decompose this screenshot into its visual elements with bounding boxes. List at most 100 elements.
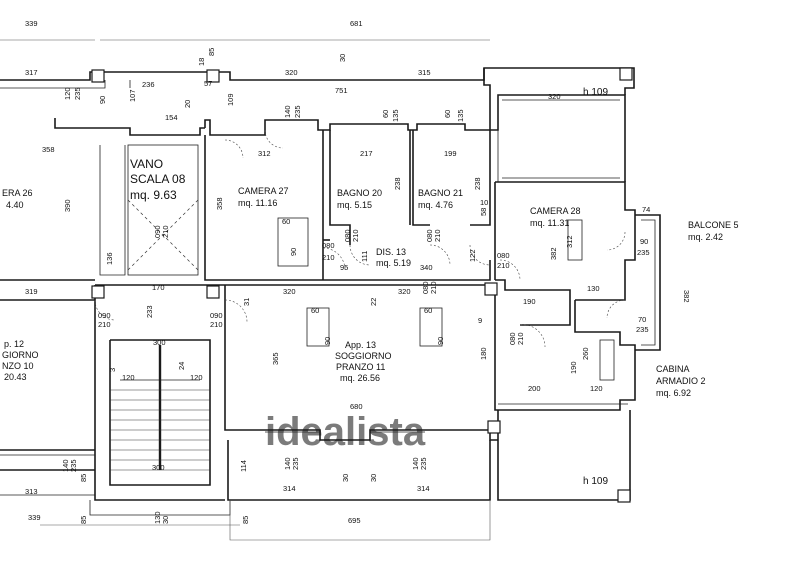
dim-label: 85 [207,48,216,56]
dim-label: 60 [443,110,452,118]
dim-label: 210 [322,253,335,262]
dim-label: 314 [283,484,296,493]
dim-label: 340 [420,263,433,272]
dim-label: 695 [348,516,361,525]
dim-label: 60 [282,217,290,226]
dim-label: 080 [421,281,430,294]
dim-label: 358 [215,197,224,210]
room-labels: VANO SCALA 08 mq. 9.63 CAMERA 27 mq. 11.… [2,87,739,487]
dim-label: 313 [25,487,38,496]
dim-label: 390 [63,199,72,212]
room-dis13-name: DIS. 13 [376,247,406,257]
dim-label: 30 [341,474,350,482]
dim-label: 120 [590,384,603,393]
dim-label: 210 [161,225,170,238]
dim-label: 130 [153,511,162,524]
dim-label: 319 [25,287,38,296]
dim-label: 210 [497,261,510,270]
room-soggiorno-name3: PRANZO 11 [336,362,385,372]
dim-label: 235 [291,457,300,470]
dim-label: 85 [79,516,88,524]
dim-label: 74 [642,205,650,214]
room-bagno21-name: BAGNO 21 [418,188,463,198]
dim-label: 200 [528,384,541,393]
dim-label: 24 [177,362,186,370]
dim-label: 120 [190,373,203,382]
room-camera27-name: CAMERA 27 [238,186,289,196]
room-camera26-area: 4.40 [6,200,24,210]
dim-label: 680 [350,402,363,411]
dim-label: 30 [338,54,347,62]
room-bagno20-name: BAGNO 20 [337,188,382,198]
dim-label: 238 [473,177,482,190]
dim-label: 130 [587,284,600,293]
room-camera27-area: mq. 11.16 [238,198,277,208]
dim-label: 140 [411,457,420,470]
dim-label: 199 [444,149,457,158]
dim-label: 120 [63,87,72,100]
height-top: h 109 [583,87,608,98]
dim-label: 210 [98,320,111,329]
dim-label: 339 [28,513,41,522]
dim-label: 238 [393,177,402,190]
stairs [110,379,210,471]
dim-label: 080 [497,251,510,260]
dim-label: 22 [369,298,378,306]
columns [91,67,633,503]
windows [277,217,615,381]
dim-label: 090 [98,311,111,320]
dim-label: 120 [122,373,135,382]
room-camera28-area: mq. 11.31 [530,218,569,228]
dim-label: 107 [128,89,137,102]
dim-label: 70 [638,315,646,324]
dim-label: 140 [283,105,292,118]
dim-label: 190 [523,297,536,306]
room-cabina-name: CABINA [656,364,690,374]
dim-label: 60 [381,110,390,118]
room-app12-name2: GIORNO [2,350,39,360]
dim-label: 85 [241,516,250,524]
dim-label: 109 [226,93,235,106]
dim-label: 85 [79,474,88,482]
dim-label: 60 [424,306,432,315]
dim-label: 300 [152,463,165,472]
room-cabina-name2: ARMADIO 2 [656,376,706,386]
dim-label: 260 [581,347,590,360]
room-cabina-area: mq. 6.92 [656,388,691,398]
vano-scala-box [127,144,199,276]
dim-label: 136 [105,252,114,265]
dim-label: 235 [73,87,82,100]
dim-label: 180 [479,347,488,360]
dim-label: 190 [569,361,578,374]
dim-label: 235 [293,105,302,118]
dim-label: 751 [335,86,348,95]
dim-label: 95 [340,263,348,272]
dim-label: 90 [640,237,648,246]
dim-label: 31 [242,298,251,306]
dim-label: 57 [204,79,212,88]
room-bagno20-area: mq. 5.15 [337,200,372,210]
dim-label: 90 [436,337,445,345]
dim-label: 210 [429,281,438,294]
dim-label: 30 [369,474,378,482]
room-soggiorno-name: App. 13 [345,340,376,350]
door-swings [94,129,626,348]
dim-label: 20 [183,100,192,108]
room-soggiorno-area: mq. 26.56 [340,373,380,383]
dim-label: 235 [637,248,650,257]
dim-label: 339 [25,19,38,28]
room-balcone5-area: mq. 2.42 [688,232,723,242]
dim-label: 300 [153,338,166,347]
dim-label: 080 [322,241,335,250]
dim-label: 3 [108,368,117,372]
dim-label: 90 [323,337,332,345]
room-bagno21-area: mq. 4.76 [418,200,453,210]
room-camera28-name: CAMERA 28 [530,206,581,216]
room-dis13-area: mq. 5.19 [376,258,411,268]
dim-label: 114 [239,460,248,472]
dim-label: 236 [142,80,155,89]
dim-label: 122 [468,249,477,262]
room-app12-area: 20.43 [4,372,27,382]
dim-label: 210 [433,229,442,242]
dim-label: 30 [161,516,170,524]
